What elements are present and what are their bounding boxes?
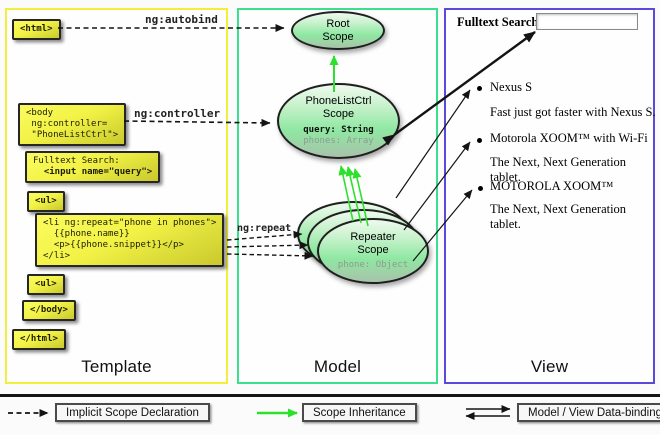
view-item-title: MOTOROLA XOOM™ <box>490 179 614 193</box>
code-li-repeat: <li ng:repeat="phone in phones"> {{phone… <box>35 213 225 267</box>
green-arrow-icon <box>257 408 298 418</box>
view-fulltext-search-input[interactable] <box>536 13 638 30</box>
root-scope-ellipse: Root Scope <box>291 11 385 50</box>
view-item-title: Nexus S <box>490 80 533 94</box>
model-panel: Model <box>237 8 438 384</box>
view-item-desc: Fast just got faster with Nexus S. <box>490 105 656 119</box>
dashed-arrow-icon <box>8 409 49 417</box>
repeater-scope-ellipse: Repeater Scope phone: Object <box>317 218 429 284</box>
repeater-title-line1: Repeater <box>350 231 396 243</box>
root-scope-title-line1: Root <box>326 17 350 30</box>
repeater-prop-phone: phone: Object <box>337 260 409 270</box>
bullet-icon <box>478 186 483 191</box>
code-body-open: <body ng:controller= "PhoneListCtrl"> <box>18 103 127 146</box>
view-panel: View <box>444 8 655 384</box>
code-html-close: </html> <box>12 329 66 350</box>
code-body-close: </body> <box>22 300 76 321</box>
phonelistctrl-scope-ellipse: PhoneListCtrl Scope query: String phones… <box>277 83 400 159</box>
double-arrow-icon <box>465 405 511 420</box>
code-ul-open: <ul> <box>27 191 65 212</box>
repeater-title-line2: Scope <box>357 244 389 256</box>
legend-implicit-scope: Implicit Scope Declaration <box>55 403 210 422</box>
view-item-desc: The Next, Next Generation tablet. <box>490 202 627 231</box>
view-panel-label: View <box>530 357 569 376</box>
code-html-open: <html> <box>12 19 61 40</box>
phonelistctrl-prop-phones: phones: Array <box>303 136 374 146</box>
ng-controller-label: ng:controller <box>134 107 221 120</box>
bullet-icon <box>477 86 482 91</box>
ng-repeat-label: ng:repeat <box>237 223 292 234</box>
phonelistctrl-title-line1: PhoneListCtrl <box>305 95 372 107</box>
phonelistctrl-title-line2: Scope <box>322 108 355 120</box>
code-fulltext-label: Fulltext Search: <box>33 156 120 166</box>
root-scope-title-line2: Scope <box>322 30 354 43</box>
legend-model-view-databinding: Model / View Data-binding <box>517 403 660 422</box>
legend-scope-inheritance: Scope Inheritance <box>302 403 417 422</box>
code-fulltext: Fulltext Search: <input name="query"> <box>25 151 161 183</box>
template-panel-label: Template <box>81 357 152 376</box>
code-fulltext-input: <input name="query"> <box>33 167 153 177</box>
code-ul-close: <ul> <box>27 274 65 295</box>
legend-divider-line <box>0 394 660 397</box>
view-item-title: Motorola XOOM™ with Wi-Fi <box>490 131 648 145</box>
view-item-desc: The Next, Next Generation tablet. <box>490 155 627 184</box>
bullet-icon <box>477 138 482 143</box>
view-fulltext-search-label: Fulltext Search: <box>457 15 543 29</box>
ng-autobind-label: ng:autobind <box>145 13 218 26</box>
phonelistctrl-prop-query: query: String <box>303 125 374 135</box>
model-panel-label: Model <box>313 357 362 376</box>
